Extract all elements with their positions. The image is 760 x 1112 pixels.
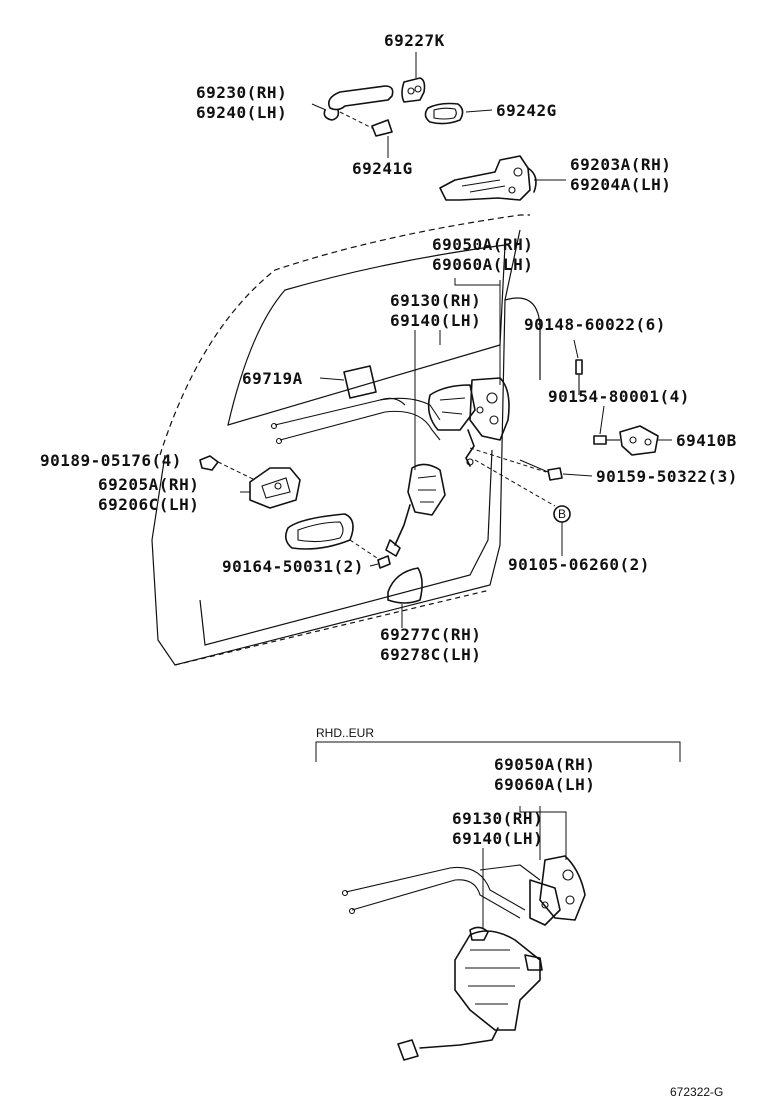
label-rhd-69140: 69140(LH): [452, 829, 543, 848]
label-69241G: 69241G: [352, 159, 413, 178]
gasket-69242G: [424, 102, 493, 125]
label-90105: 90105-06260(2): [508, 555, 650, 574]
cover-69719A: [319, 365, 377, 399]
label-69242G: 69242G: [496, 101, 557, 120]
label-diagram-code: 672322-G: [670, 1085, 723, 1099]
label-69230: 69230(RH): [196, 83, 287, 102]
label-rhd-69050A: 69050A(RH): [494, 755, 595, 774]
lock-rods: [270, 397, 441, 445]
label-69130: 69130(RH): [390, 291, 481, 310]
bushing-90105: [474, 459, 571, 556]
rhd-lock-assembly: [479, 806, 586, 926]
label-90154: 90154-80001(4): [548, 387, 690, 406]
screw-90159: [469, 447, 593, 481]
label-69719A: 69719A: [242, 369, 303, 388]
striker-69410B: [619, 425, 672, 456]
label-90148: 90148-60022(6): [524, 315, 666, 334]
label-69204A: 69204A(LH): [570, 175, 671, 194]
label-90159: 90159-50322(3): [596, 467, 738, 486]
part-labels: 69227K 69230(RH) 69240(LH) 69242G 69241G…: [40, 31, 738, 1099]
screw-90164: [369, 555, 391, 569]
door-panel-outline: [151, 214, 541, 666]
label-69410B: 69410B: [676, 431, 737, 450]
frame-69203A: [439, 155, 566, 201]
bracket-lines: [439, 278, 501, 345]
label-69205A: 69205A(RH): [98, 475, 199, 494]
rhd-rods: [341, 866, 526, 919]
label-69227K: 69227K: [384, 31, 445, 50]
label-circle-b: B: [558, 507, 566, 521]
label-69060A: 69060A(LH): [432, 255, 533, 274]
label-69203A: 69203A(RH): [570, 155, 671, 174]
screw-90154: [593, 405, 620, 445]
rhd-actuator: [397, 848, 543, 1061]
label-69277C: 69277C(RH): [380, 625, 481, 644]
label-69050A: 69050A(RH): [432, 235, 533, 254]
label-rhd-header: RHD..EUR: [316, 726, 374, 740]
cover-69277C: [387, 567, 423, 628]
screw-90148: [573, 339, 583, 395]
rhd-bracket: [315, 741, 681, 762]
label-rhd-69060A: 69060A(LH): [494, 775, 595, 794]
label-69278C: 69278C(LH): [380, 645, 481, 664]
pad-69241G: [339, 111, 393, 158]
label-69206C: 69206C(LH): [98, 495, 199, 514]
label-90189: 90189-05176(4): [40, 451, 182, 470]
lock-actuator-69130: [385, 330, 446, 557]
inside-handle-bezel: [284, 513, 381, 561]
label-rhd-69130: 69130(RH): [452, 809, 543, 828]
outside-handle-69230: [311, 85, 394, 121]
trim-clip-90189: [199, 455, 256, 481]
inside-handle-69205A: [240, 467, 301, 509]
handle-cover-69227K: [401, 52, 426, 103]
label-90164: 90164-50031(2): [222, 557, 364, 576]
label-69240: 69240(LH): [196, 103, 287, 122]
label-69140: 69140(LH): [390, 311, 481, 330]
